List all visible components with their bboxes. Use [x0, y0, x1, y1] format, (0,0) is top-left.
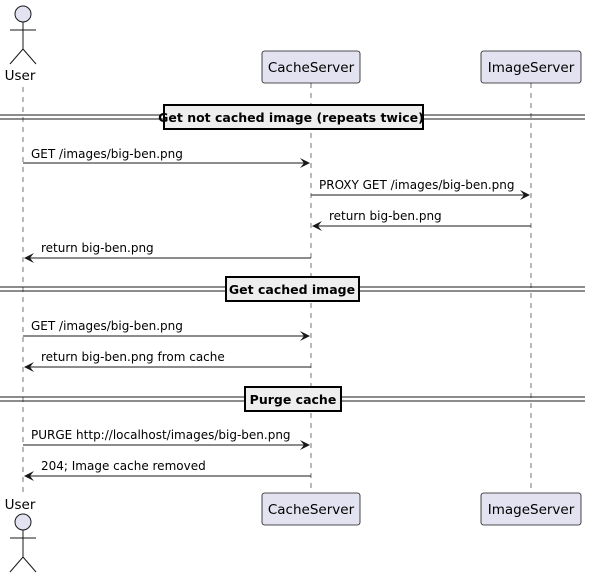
actor-user-top: User: [5, 5, 37, 84]
participant-cacheserver-bottom: CacheServer: [261, 492, 361, 526]
message-label: PURGE http://localhost/images/big-ben.pn…: [31, 428, 291, 442]
participant-imageserver-top: ImageServer: [480, 50, 582, 84]
divider-label: Get cached image: [229, 282, 355, 297]
divider-label: Get not cached image (repeats twice): [158, 110, 424, 125]
message-label: return big-ben.png from cache: [41, 350, 225, 364]
message-return-from-imageserver: return big-ben.png: [312, 209, 531, 231]
message-cache-removed: 204; Image cache removed: [24, 459, 311, 481]
message-return-from-cache: return big-ben.png from cache: [24, 350, 311, 372]
message-get-image-cached: GET /images/big-ben.png: [23, 319, 310, 341]
divider-label: Purge cache: [250, 392, 337, 407]
message-label: GET /images/big-ben.png: [31, 147, 183, 161]
actor-user-bottom: User: [5, 497, 37, 573]
participant-imageserver-bottom: ImageServer: [480, 492, 582, 526]
message-get-image: GET /images/big-ben.png: [23, 147, 310, 168]
divider-get-not-cached: Get not cached image (repeats twice): [0, 104, 585, 130]
participant-label: CacheServer: [268, 502, 355, 518]
actor-label: User: [5, 497, 36, 513]
participant-label: ImageServer: [488, 60, 575, 76]
actor-label: User: [5, 68, 36, 84]
divider-get-cached: Get cached image: [0, 276, 585, 302]
participant-label: CacheServer: [268, 60, 355, 76]
participant-cacheserver-top: CacheServer: [261, 50, 361, 84]
divider-purge-cache: Purge cache: [0, 386, 585, 412]
message-purge: PURGE http://localhost/images/big-ben.pn…: [23, 428, 310, 450]
participant-label: ImageServer: [488, 502, 575, 518]
message-label: 204; Image cache removed: [41, 459, 206, 473]
message-label: GET /images/big-ben.png: [31, 319, 183, 333]
message-proxy-get: PROXY GET /images/big-ben.png: [311, 178, 530, 200]
stick-figure-icon: [9, 513, 37, 573]
message-return-to-user: return big-ben.png: [24, 241, 311, 263]
message-label: return big-ben.png: [41, 241, 154, 255]
message-label: return big-ben.png: [329, 209, 442, 223]
stick-figure-icon: [9, 5, 37, 65]
message-label: PROXY GET /images/big-ben.png: [319, 178, 515, 192]
